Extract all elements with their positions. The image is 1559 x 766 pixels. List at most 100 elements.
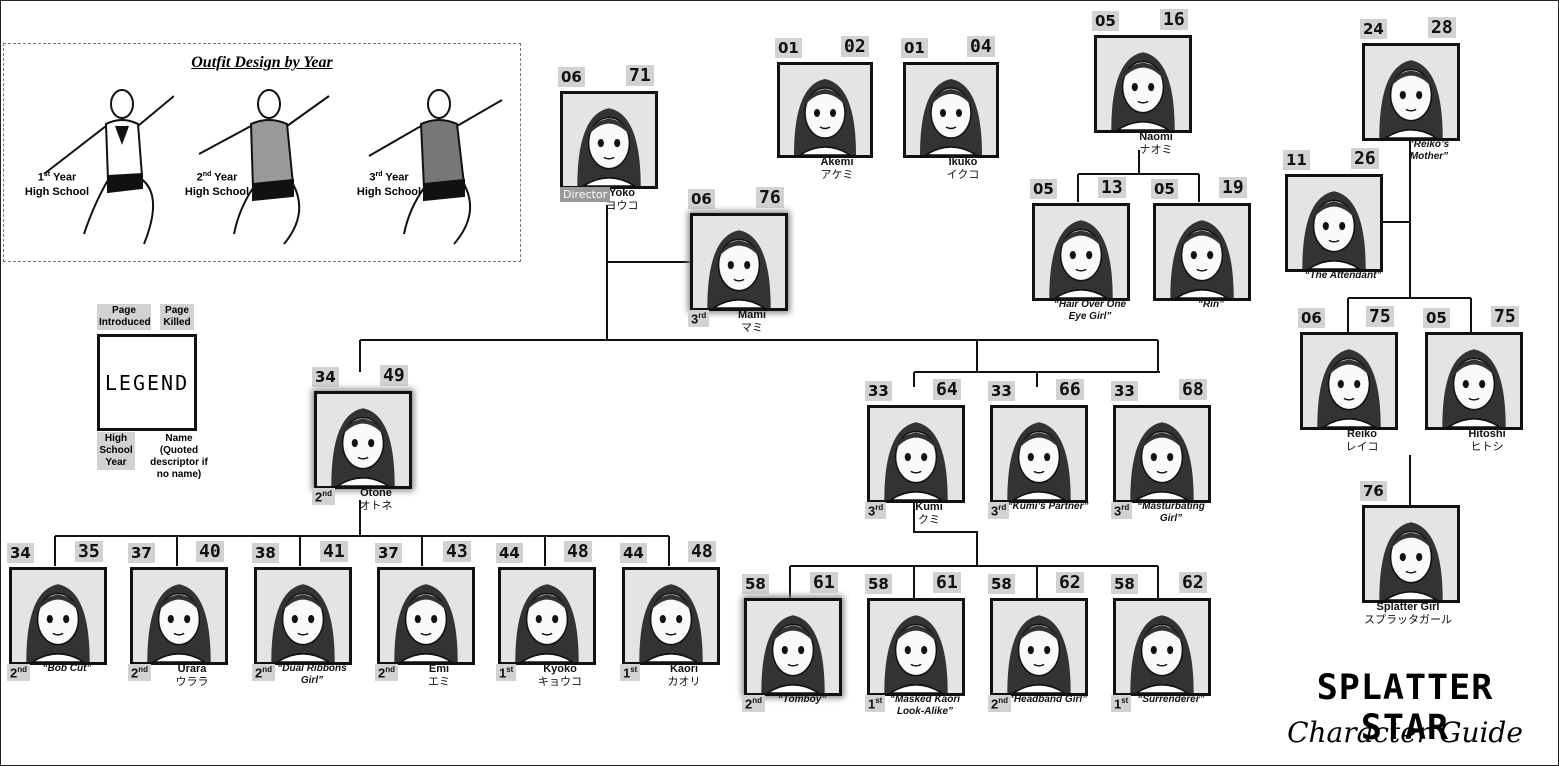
naomi-portrait: [1094, 35, 1192, 133]
legend-name-note: Name (Quoted descriptor if no name): [147, 432, 211, 482]
headband-portrait: [990, 598, 1088, 696]
headband-year-suffix: nd: [998, 696, 1008, 705]
urara-page-introduced: 37: [128, 543, 155, 563]
attendant-face: [1288, 177, 1380, 269]
attendant-page-killed: 26: [1351, 148, 1379, 169]
kumi-page-killed: 64: [933, 379, 961, 400]
masturb-year-suffix: rd: [1121, 503, 1129, 512]
otone-portrait: [314, 391, 412, 489]
naomi-face: [1097, 38, 1189, 130]
bobcut-year-suffix: nd: [17, 665, 27, 674]
legend-box: LEGEND: [97, 334, 197, 431]
bobcut-school-year: 2nd: [7, 664, 30, 681]
yoko-page-introduced: 06: [558, 67, 585, 87]
akemi-name-label: Akemi: [820, 156, 853, 168]
kyoko-school-year: 1st: [496, 664, 516, 681]
kyoko-name-label: Kyoko: [543, 663, 577, 675]
reiko-kana: レイコ: [1322, 441, 1402, 454]
kyoko-face: [501, 570, 593, 662]
kyoko-kana: キョウコ: [520, 676, 600, 689]
reiko-portrait: [1300, 332, 1398, 430]
splatter-portrait: [1362, 505, 1460, 603]
masked-portrait: [867, 598, 965, 696]
rin-page-introduced: 05: [1151, 179, 1178, 199]
kaori-page-killed: 48: [688, 541, 716, 562]
emi-name-label: Emi: [429, 663, 449, 675]
kaori-name-label: Kaori: [670, 663, 698, 675]
kyoko-year-suffix: st: [506, 665, 513, 674]
masturb-portrait: [1113, 405, 1211, 503]
kpartner-school-year: 3rd: [988, 502, 1009, 519]
reiko-page-killed: 75: [1366, 306, 1394, 327]
hitoshi-page-introduced: 05: [1423, 308, 1450, 328]
rin-face: [1156, 206, 1248, 298]
emi-year-suffix: nd: [385, 665, 395, 674]
urara-face: [133, 570, 225, 662]
surrender-descriptor: “Surrenderer”: [1127, 694, 1215, 706]
ribbons-year-suffix: nd: [262, 665, 272, 674]
yoko-page-killed: 71: [626, 65, 654, 86]
reiko-name-label: Reiko: [1347, 428, 1377, 440]
kpartner-year-suffix: rd: [998, 503, 1006, 512]
masturb-face: [1116, 408, 1208, 500]
hitoshi-name-label: Hitoshi: [1468, 428, 1505, 440]
yoko-portrait: [560, 91, 658, 189]
otone-page-introduced: 34: [312, 367, 339, 387]
legend-page-killed: Page Killed: [160, 304, 194, 330]
akemi-page-killed: 02: [841, 36, 869, 57]
legend-high-school-year: High School Year: [97, 432, 135, 470]
masked-face: [870, 601, 962, 693]
akemi-portrait: [777, 62, 873, 158]
mother-portrait: [1362, 43, 1460, 141]
kaori-kana: カオリ: [644, 676, 724, 689]
ribbons-school-year: 2nd: [252, 664, 275, 681]
otone-name-label: Otone: [360, 487, 392, 499]
masturb-descriptor: “Masturbating Girl”: [1127, 501, 1215, 525]
hair-face: [1035, 206, 1127, 298]
urara-page-killed: 40: [196, 541, 224, 562]
ikuko-kana: イクコ: [923, 169, 1003, 182]
reiko-name: Reikoレイコ: [1322, 428, 1402, 454]
kumi-portrait: [867, 405, 965, 503]
rin-portrait: [1153, 203, 1251, 301]
splatter-kana: スプラッタガール: [1338, 614, 1478, 627]
urara-name-label: Urara: [178, 663, 207, 675]
hair-descriptor: “Hair Over One Eye Girl”: [1046, 299, 1134, 323]
title-subtitle: Character Guide: [1285, 716, 1525, 749]
emi-kana: エミ: [399, 676, 479, 689]
headband-page-introduced: 58: [988, 574, 1015, 594]
urara-kana: ウララ: [152, 676, 232, 689]
emi-page-killed: 43: [443, 541, 471, 562]
legend-title: LEGEND: [100, 371, 194, 395]
hair-portrait: [1032, 203, 1130, 301]
naomi-name-label: Naomi: [1139, 131, 1173, 143]
mami-page-introduced: 06: [688, 189, 715, 209]
splatter-name: Splatter Girlスプラッタガール: [1338, 601, 1478, 627]
mami-school-year: 3rd: [688, 310, 709, 327]
surrender-portrait: [1113, 598, 1211, 696]
surrender-year-suffix: st: [1121, 696, 1128, 705]
ribbons-descriptor: “Dual Ribbons Girl”: [268, 663, 356, 687]
hitoshi-portrait: [1425, 332, 1523, 430]
otone-face: [317, 394, 409, 486]
kaori-year-suffix: st: [630, 665, 637, 674]
tomboy-descriptor: “Tomboy”: [758, 694, 846, 706]
kyoko-portrait: [498, 567, 596, 665]
kumi-face: [870, 408, 962, 500]
mami-page-killed: 76: [756, 187, 784, 208]
otone-page-killed: 49: [380, 365, 408, 386]
hitoshi-kana: ヒトシ: [1447, 441, 1527, 454]
ikuko-page-introduced: 01: [901, 38, 928, 58]
tomboy-face: [747, 601, 839, 693]
akemi-kana: アケミ: [797, 169, 877, 182]
bobcut-descriptor: “Bob Cut”: [23, 663, 111, 675]
outfit-label-1st: 1st YearHigh School: [22, 168, 92, 199]
kumi-name-label: Kumi: [915, 501, 943, 513]
kpartner-portrait: [990, 405, 1088, 503]
akemi-name: Akemiアケミ: [797, 156, 877, 182]
surrender-page-introduced: 58: [1111, 574, 1138, 594]
kumi-school-year: 3rd: [865, 502, 886, 519]
